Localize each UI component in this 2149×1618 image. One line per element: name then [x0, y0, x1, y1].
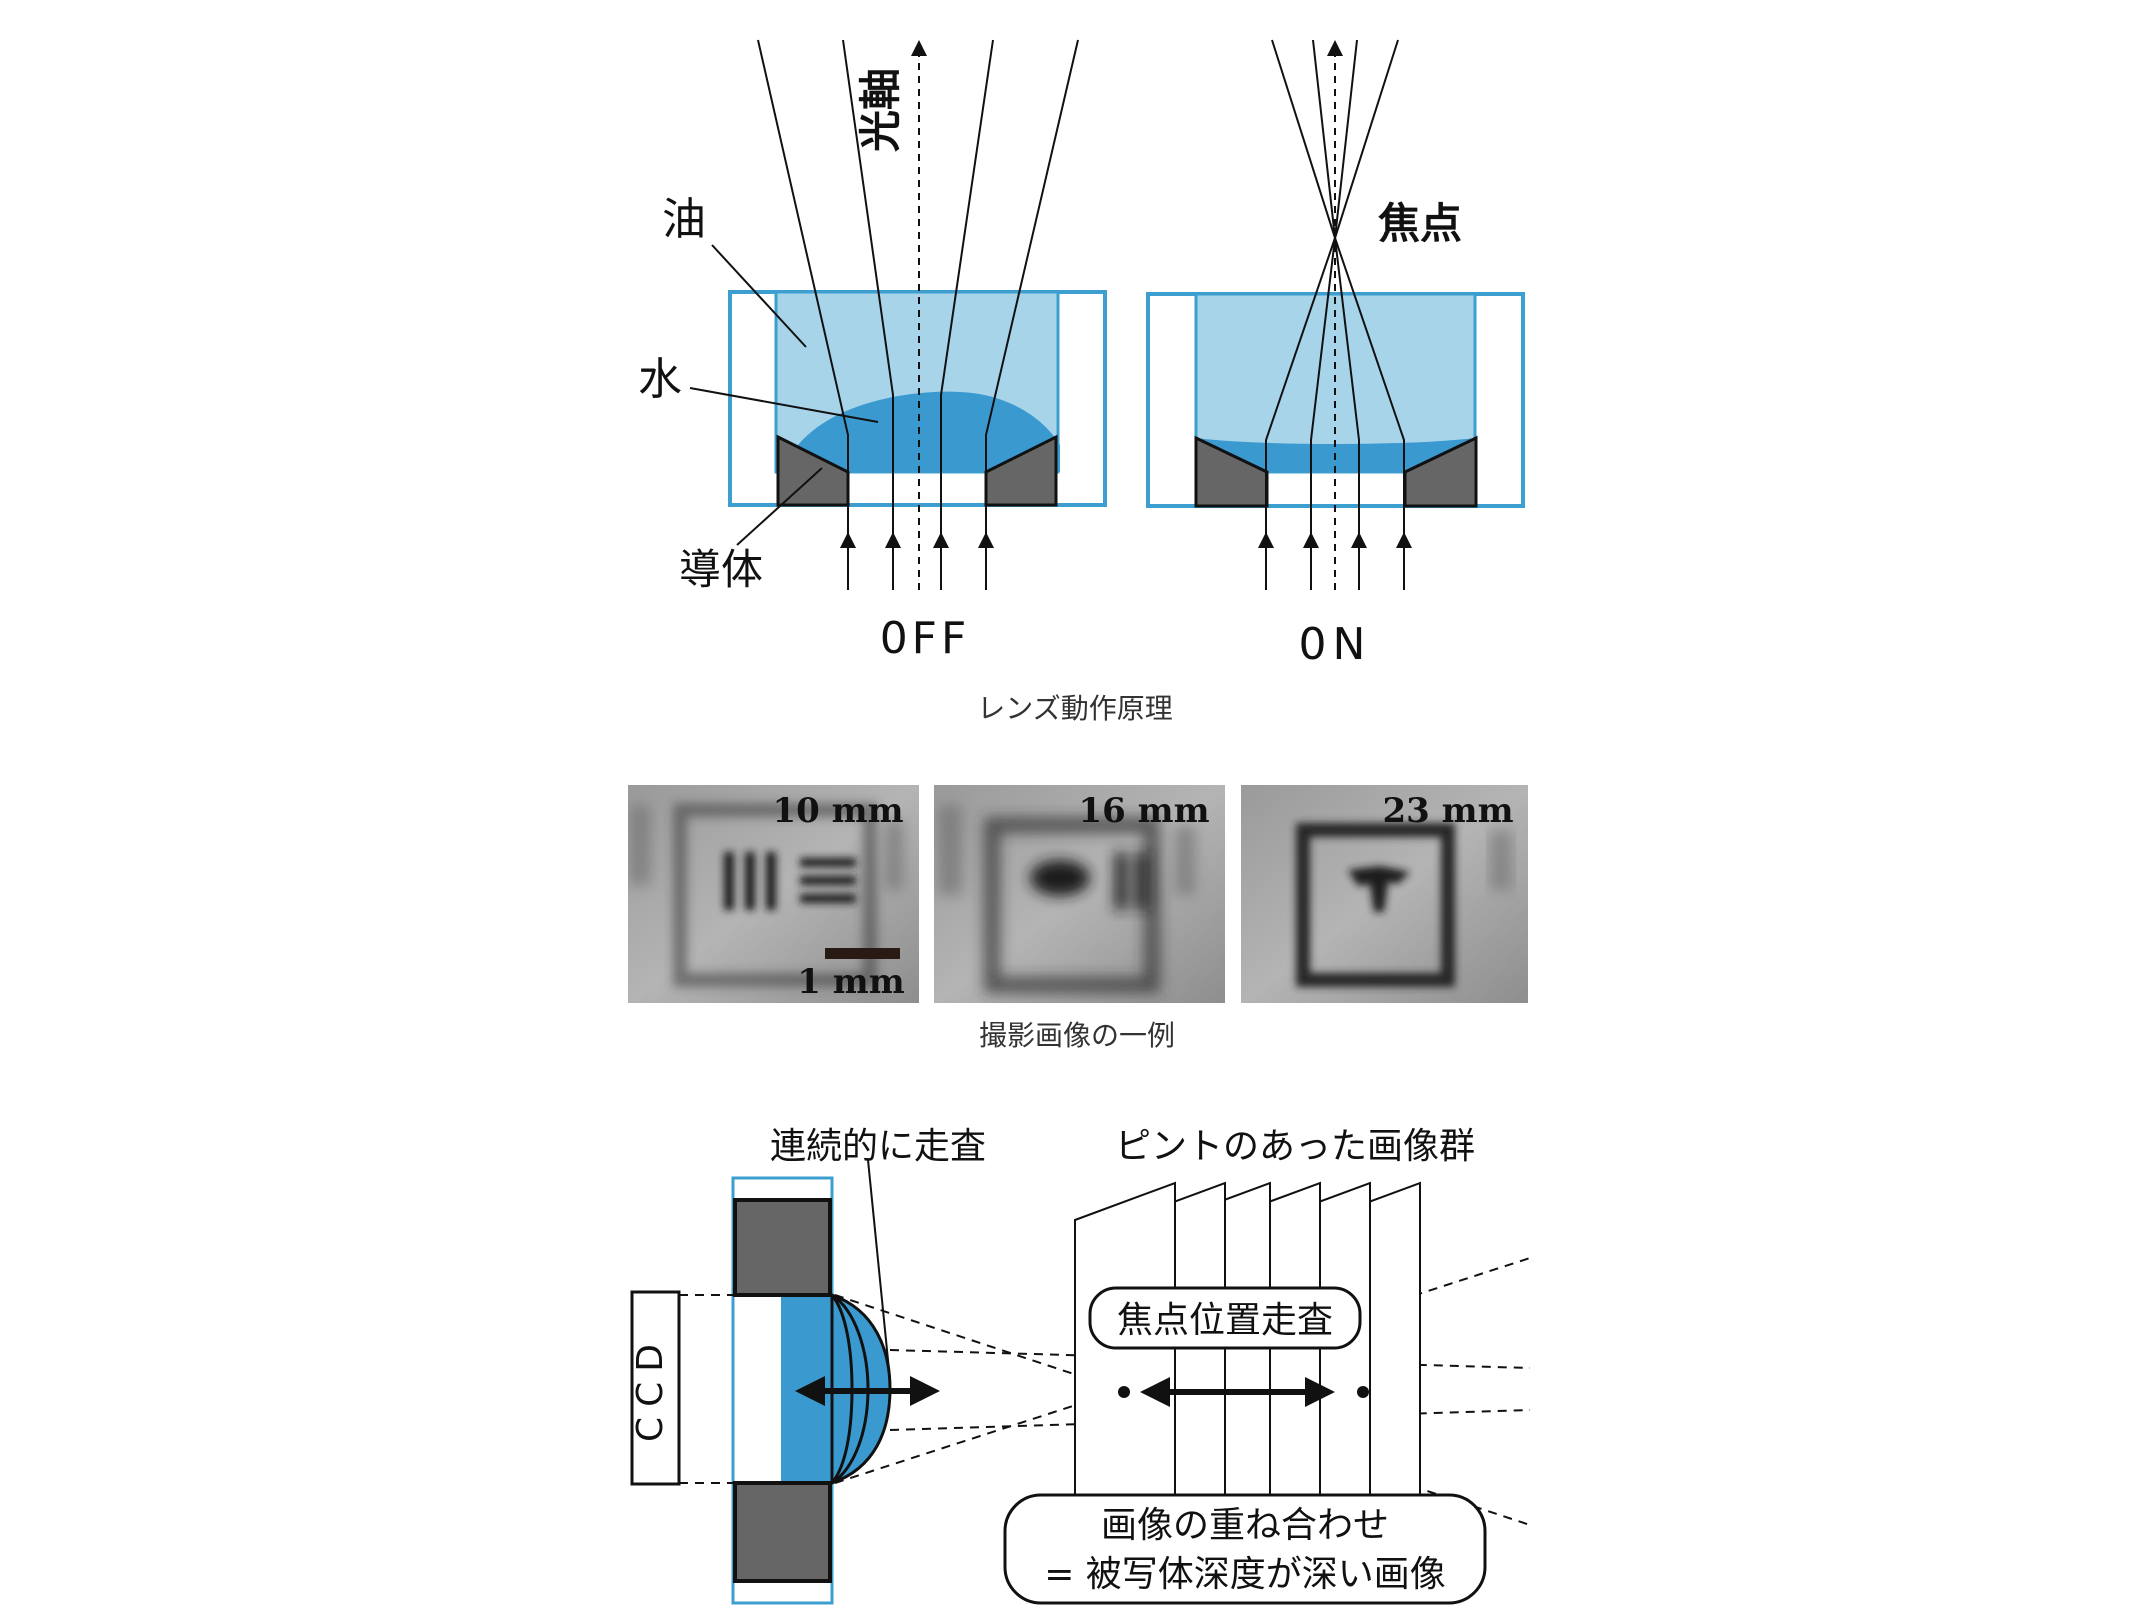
lens-off-state — [689, 39, 1107, 590]
water-label: 水 — [638, 354, 682, 405]
ccd-label: CCD — [630, 1334, 671, 1442]
in-focus-images-label: ピントのあった画像群 — [1115, 1126, 1475, 1167]
focal-point-label: 焦点 — [1378, 199, 1462, 248]
photo-3-distance-label: 23 mm — [1382, 791, 1513, 831]
scale-bar — [825, 948, 900, 959]
overlay-result-box — [1003, 1493, 1487, 1605]
ray-1-off — [757, 39, 849, 540]
photo-2-distance-label: 16 mm — [1078, 791, 1209, 831]
water-droplet-off — [798, 391, 1060, 472]
off-state-label: 0FF — [880, 613, 971, 664]
focal-point-near — [1118, 1386, 1130, 1398]
conductor-bottom-side — [733, 1481, 832, 1583]
overlay-line-2: = 被写体深度が深い画像 — [1044, 1554, 1446, 1595]
scan-label-leader — [867, 1159, 891, 1381]
sample-photo-1: 10 mm 1 mm — [628, 785, 919, 1003]
focus-scan-label: 焦点位置走査 — [1117, 1300, 1333, 1341]
ray-4-off — [985, 39, 1079, 540]
water-leader-line — [689, 387, 879, 423]
photo-1-distance-label: 10 mm — [772, 791, 903, 831]
overlay-line-1: 画像の重ね合わせ — [1101, 1505, 1389, 1546]
scale-bar-label: 1 mm — [797, 962, 904, 1002]
lens-assembly-side — [731, 1159, 940, 1605]
on-state-label: 0N — [1299, 619, 1372, 670]
optical-axis-label: 光軸 — [856, 68, 905, 152]
focal-point-far — [1357, 1386, 1369, 1398]
continuous-scan-label: 連続的に走査 — [770, 1126, 986, 1167]
oil-label: 油 — [662, 194, 706, 245]
conductor-leader-line — [736, 467, 823, 546]
conductor-label: 導体 — [679, 545, 763, 594]
ccd-sensor — [630, 1290, 681, 1486]
lens-on-state — [1146, 39, 1525, 590]
sample-photo-2: 16 mm — [934, 785, 1225, 1003]
ray-3-on — [1312, 39, 1360, 540]
ray-2-off — [842, 39, 894, 540]
ray-4-on — [1271, 39, 1405, 540]
lens-principle-caption: レンズ動作原理 — [977, 692, 1172, 725]
ray-2-on — [1310, 39, 1358, 540]
ray-1-on — [1265, 39, 1399, 540]
ray-3-off — [940, 39, 994, 540]
conductor-top-side — [733, 1198, 832, 1297]
oil-leader-line — [711, 244, 807, 348]
sample-images-caption: 撮影画像の一例 — [979, 1019, 1175, 1052]
focus-scan-label-box — [1088, 1286, 1362, 1350]
sample-photo-3: 23 mm — [1241, 785, 1528, 1003]
